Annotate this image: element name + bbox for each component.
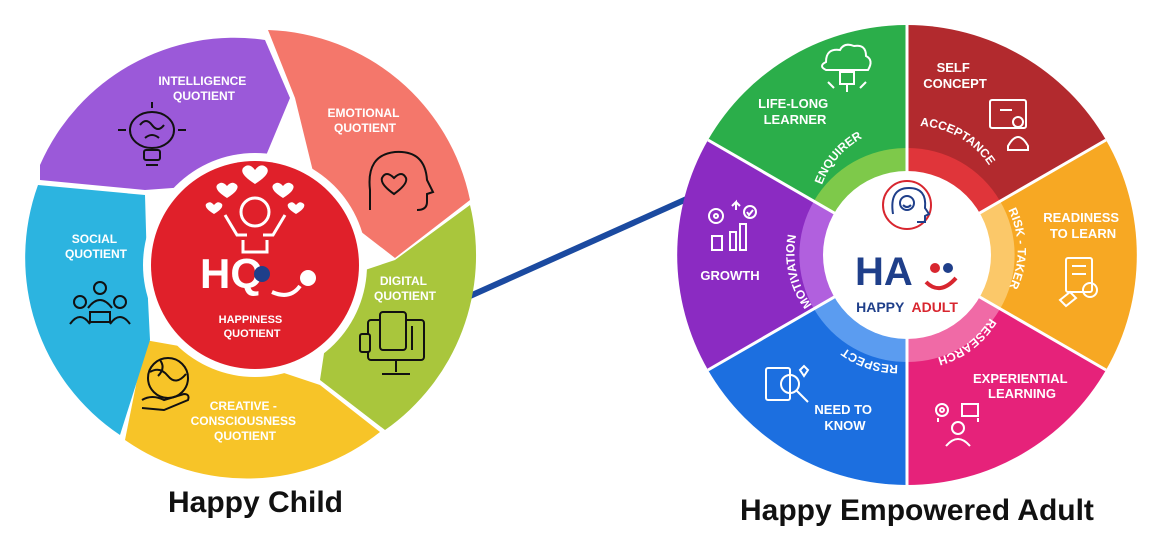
people-meeting-icon [69, 281, 131, 325]
growth-chart-icon [708, 199, 757, 251]
label-social: SOCIAL QUOTIENT [65, 232, 128, 261]
label-digital: DIGITAL QUOTIENT [374, 274, 437, 303]
happy-child-hearts-icon [205, 165, 305, 254]
segment-social [25, 185, 150, 435]
ha-center-disc [823, 171, 991, 339]
hq-logo: HQ [200, 250, 263, 297]
label-readiness: READINESS TO LEARN [1043, 210, 1122, 241]
brain-bulb-icon [118, 102, 186, 166]
hq-center-label: HAPPINESS QUOTIENT [219, 314, 286, 340]
segment-readiness [907, 140, 1137, 370]
segment-creative [125, 340, 380, 479]
devices-icon [359, 311, 425, 375]
label-creative: CREATIVE - CONSCIOUSNESS QUOTIENT [191, 399, 300, 443]
label-self-concept: SELF CONCEPT [923, 60, 987, 91]
label-experiential: EXPERIENTIAL LEARNING [973, 371, 1071, 401]
globe-hand-icon [141, 357, 190, 412]
segment-growth [677, 140, 907, 370]
book-search-icon [765, 364, 810, 403]
segment-emotional [268, 30, 470, 258]
happy-child-wheel: INTELLIGENCE QUOTIENT EMOTIONAL QUOTIENT… [25, 30, 477, 479]
head-heart-icon [368, 150, 435, 211]
segment-intelligence [40, 37, 290, 190]
label-life-long: LIFE-LONG LEARNER [758, 96, 832, 127]
happy-adult-brand: HAPPY ADULT [856, 299, 958, 315]
gear-learner-icon [935, 403, 979, 447]
label-intelligence: INTELLIGENCE QUOTIENT [158, 74, 249, 103]
checklist-stamp-icon [1058, 257, 1098, 308]
label-emotional: EMOTIONAL QUOTIENT [327, 106, 402, 135]
happy-child-caption: Happy Child [168, 486, 344, 519]
presentation-icon [989, 99, 1029, 151]
connector-line [468, 190, 702, 299]
label-growth: GROWTH [700, 268, 759, 283]
ha-logo: HA [855, 250, 913, 294]
happy-adult-wheel: ACCEPTANCE RISK - TAKER RESEARCH RESPECT… [677, 25, 1137, 485]
hq-logo-dot [300, 270, 316, 286]
happy-adult-caption: Happy Empowered Adult [740, 494, 1094, 527]
ha-smile [924, 276, 958, 290]
hq-center-disc [151, 161, 359, 369]
brain-puzzle-icon [821, 43, 872, 92]
mind-cycle-icon [882, 180, 932, 230]
label-need-to-know: NEED TO KNOW [814, 402, 875, 433]
